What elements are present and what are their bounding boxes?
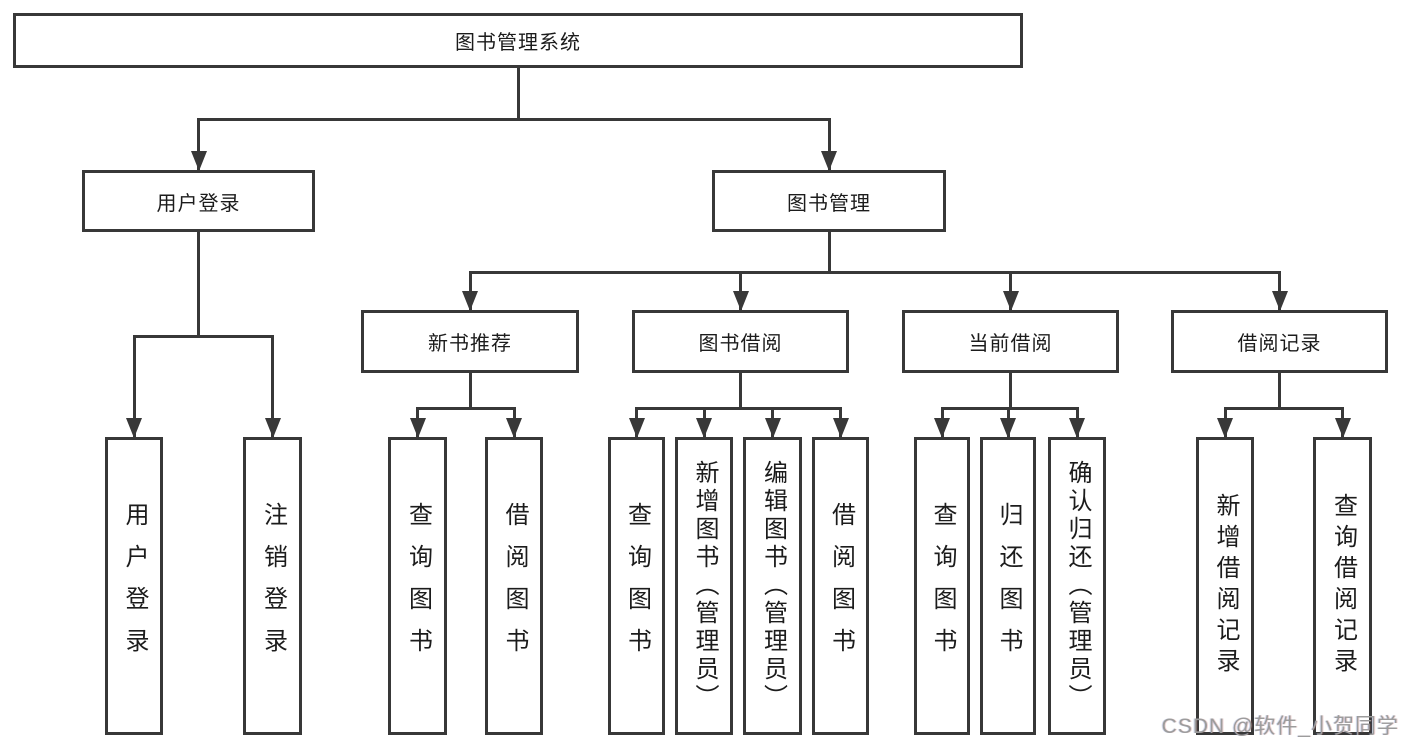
- connector-rail-user-login-module: [132, 335, 274, 338]
- node-root: 图书管理系统: [13, 13, 1023, 68]
- node-borrow-books: 借阅图书: [812, 437, 869, 735]
- connector-rail-current-borrowing: [940, 407, 1079, 410]
- node-label-book-borrowing: 图书借阅: [698, 333, 783, 355]
- node-user-login-module: 用户登录: [82, 170, 315, 232]
- node-label-query-borrow-record: 查询借阅记录: [1329, 493, 1357, 679]
- connector-stub-book-borrowing: [739, 373, 742, 410]
- arrowhead-down-icon-query-borrow-record: [1334, 418, 1351, 438]
- node-label-borrow-books: 借阅图书: [827, 502, 855, 670]
- connector-rail-root: [197, 118, 831, 121]
- connector-drop-logout: [271, 335, 274, 437]
- node-borrowing-records: 借阅记录: [1171, 310, 1388, 373]
- node-add-borrow-record: 新增借阅记录: [1196, 437, 1254, 735]
- arrowhead-down-icon-borrow-books-recommend: [506, 418, 522, 438]
- connector-stub-root: [516, 68, 520, 121]
- arrowhead-down-icon-borrow-books: [832, 418, 849, 438]
- connector-rail-new-book-recommend: [416, 407, 516, 410]
- node-label-edit-books-admin: 编辑图书（管理员）: [759, 460, 787, 712]
- connector-drop-user-login: [132, 335, 136, 437]
- node-label-return-books: 归还图书: [995, 502, 1022, 670]
- node-current-borrowing: 当前借阅: [902, 310, 1119, 373]
- node-query-books-recommend: 查询图书: [388, 437, 447, 735]
- node-return-books: 归还图书: [980, 437, 1036, 735]
- node-book-management: 图书管理: [712, 170, 946, 232]
- arrowhead-down-icon-user-login: [126, 418, 142, 438]
- node-label-current-borrowing: 当前借阅: [968, 333, 1053, 355]
- node-confirm-return-admin: 确认归还（管理员）: [1048, 437, 1106, 735]
- node-label-user-login: 用户登录: [121, 502, 148, 670]
- node-add-books-admin: 新增图书（管理员）: [675, 437, 733, 735]
- node-label-borrowing-records: 借阅记录: [1237, 333, 1322, 355]
- connector-stub-book-management: [827, 232, 831, 274]
- arrowhead-down-icon-edit-books-admin: [764, 418, 781, 438]
- node-query-books-borrow: 查询图书: [608, 437, 665, 735]
- arrowhead-down-icon-confirm-return-admin: [1069, 418, 1085, 438]
- connector-drop-book-management: [827, 118, 831, 170]
- node-edit-books-admin: 编辑图书（管理员）: [743, 437, 802, 735]
- connector-rail-book-borrowing: [635, 407, 842, 410]
- node-label-add-books-admin: 新增图书（管理员）: [691, 460, 718, 712]
- arrowhead-down-icon-query-books-current: [934, 418, 950, 438]
- node-label-root: 图书管理系统: [455, 32, 581, 54]
- node-label-confirm-return-admin: 确认归还（管理员）: [1064, 460, 1091, 712]
- connector-stub-new-book-recommend: [468, 373, 472, 410]
- arrowhead-down-icon-query-books-borrow: [628, 418, 645, 438]
- node-label-user-login-module: 用户登录: [156, 192, 241, 215]
- node-query-borrow-record: 查询借阅记录: [1313, 437, 1372, 735]
- arrowhead-down-icon-logout: [264, 418, 281, 438]
- arrowhead-down-icon-borrowing-records: [1271, 291, 1288, 311]
- connector-drop-new-book-recommend: [468, 271, 472, 310]
- connector-drop-current-borrowing: [1009, 271, 1012, 310]
- node-label-new-book-recommend: 新书推荐: [428, 333, 512, 355]
- arrowhead-down-icon-add-borrow-record: [1217, 418, 1233, 438]
- arrowhead-down-icon-query-books-recommend: [409, 418, 426, 438]
- node-user-login: 用户登录: [105, 437, 163, 735]
- node-query-books-current: 查询图书: [914, 437, 970, 735]
- arrowhead-down-icon-user-login-module: [190, 151, 207, 171]
- connector-drop-borrowing-records: [1278, 271, 1281, 310]
- connector-drop-book-borrowing: [739, 271, 742, 310]
- arrowhead-down-icon-current-borrowing: [1002, 291, 1019, 311]
- connector-stub-user-login-module: [197, 232, 200, 338]
- arrowhead-down-icon-return-books: [1000, 418, 1016, 438]
- connector-rail-book-management: [468, 271, 1281, 274]
- connector-drop-user-login-module: [197, 118, 200, 170]
- connector-stub-borrowing-records: [1278, 373, 1281, 410]
- arrowhead-down-icon-book-borrowing: [732, 291, 749, 311]
- connector-rail-borrowing-records: [1223, 407, 1344, 410]
- node-book-borrowing: 图书借阅: [632, 310, 849, 373]
- watermark: CSDN @软件_小贺同学: [1161, 715, 1399, 738]
- node-label-book-management: 图书管理: [787, 192, 871, 215]
- node-new-book-recommend: 新书推荐: [361, 310, 579, 373]
- node-label-logout: 注销登录: [259, 502, 287, 670]
- node-label-query-books-borrow: 查询图书: [623, 502, 651, 670]
- node-logout: 注销登录: [243, 437, 302, 735]
- arrowhead-down-icon-add-books-admin: [696, 418, 712, 438]
- arrowhead-down-icon-book-management: [821, 151, 837, 171]
- node-label-borrow-books-recommend: 借阅图书: [501, 502, 528, 670]
- arrowhead-down-icon-new-book-recommend: [462, 291, 478, 311]
- node-label-add-borrow-record: 新增借阅记录: [1212, 493, 1239, 679]
- node-label-query-books-recommend: 查询图书: [404, 502, 432, 670]
- node-label-query-books-current: 查询图书: [929, 502, 956, 670]
- connector-stub-current-borrowing: [1009, 373, 1012, 410]
- node-borrow-books-recommend: 借阅图书: [485, 437, 543, 735]
